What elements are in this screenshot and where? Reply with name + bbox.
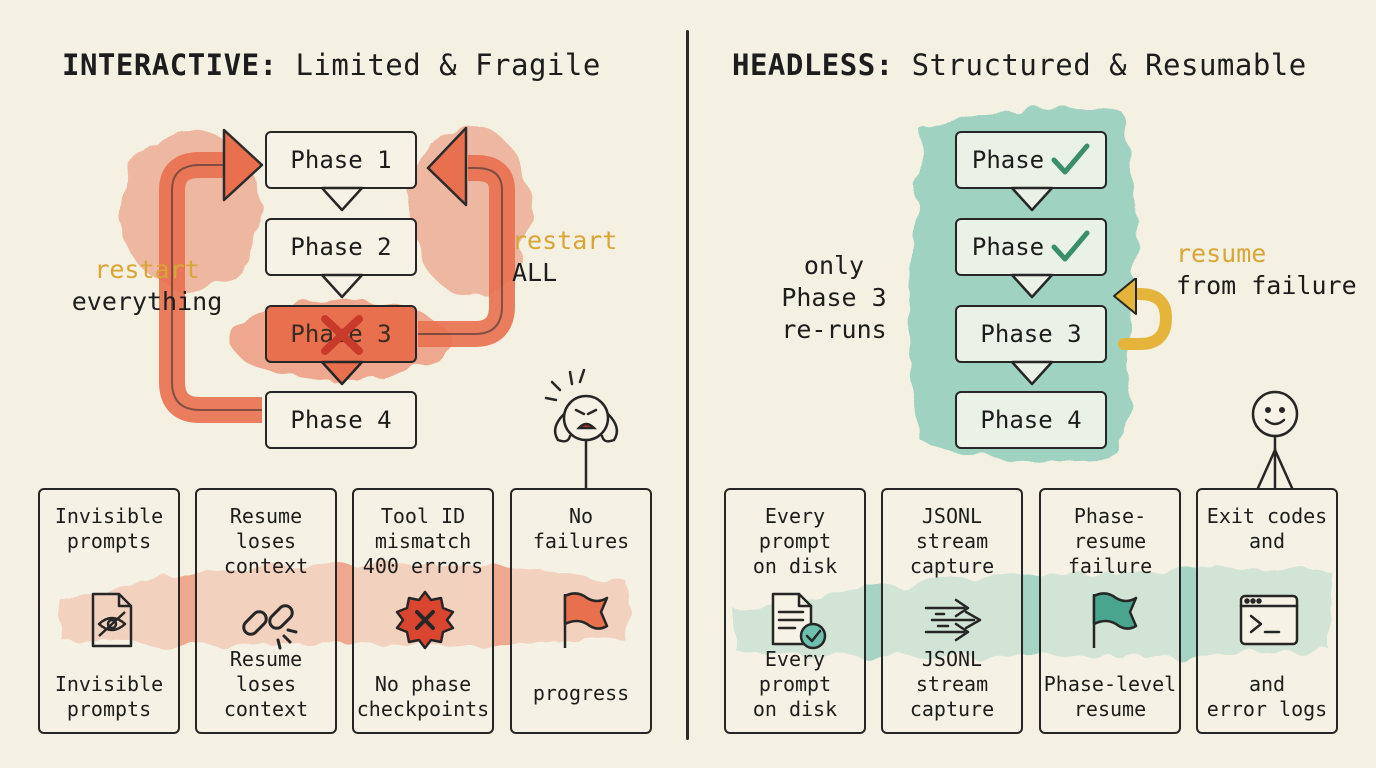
left-title: INTERACTIVE: Limited & Fragile [62, 48, 601, 82]
broken-link-icon [242, 604, 298, 650]
resume-highlight: resume [1176, 239, 1267, 268]
frustrated-person-icon [544, 368, 619, 490]
right-title-rest: Structured & Resumable [893, 48, 1307, 82]
flag-icon [563, 592, 609, 648]
note-line: only [803, 251, 865, 280]
stream-arrows-icon [924, 598, 982, 642]
left-phase-2: Phase 2 [265, 218, 417, 276]
card-top-text: Exit codes and [1206, 504, 1328, 553]
right-title-bold: HEADLESS: [732, 48, 894, 82]
right-title: HEADLESS: Structured & Resumable [732, 48, 1307, 82]
right-phase-4: Phase 4 [955, 391, 1107, 449]
left-phase-1: Phase 1 [265, 131, 417, 189]
right-phase-1-done: Phase [955, 131, 1107, 189]
left-card-tool-id-mismatch: Tool ID mismatch 400 errors No phase che… [352, 488, 494, 734]
hidden-file-icon [91, 592, 133, 648]
left-card-resume-loses-context: Resume loses context Resume loses contex… [195, 488, 337, 734]
restart-highlight: restart [94, 255, 200, 284]
card-bottom-text: Resume loses context [223, 647, 309, 721]
happy-person-icon [1251, 390, 1299, 490]
left-title-rest: Limited & Fragile [277, 48, 601, 82]
right-phase-2-done: Phase [955, 218, 1107, 276]
restart-highlight: restart [512, 226, 618, 255]
phase-label: Phase 1 [290, 146, 392, 174]
restart-text: everything [71, 287, 223, 316]
checkmark-icon [1051, 143, 1090, 175]
card-bottom-text: progress [532, 681, 630, 705]
card-bottom-text: and error logs [1206, 672, 1328, 721]
left-card-no-failures: No failures progress [510, 488, 652, 734]
right-card-phase-resume: Phase- resume failure Phase-level resume [1039, 488, 1181, 734]
phase-label: Phase 3 [980, 320, 1082, 348]
note-line: re-runs [781, 315, 887, 344]
card-top-text: Tool ID mismatch 400 errors [362, 504, 484, 578]
phase-label: Phase 4 [980, 406, 1082, 434]
card-top-text: Invisible prompts [54, 504, 164, 553]
resume-note: resume from failure [1176, 238, 1357, 302]
phase-label: Phase [971, 233, 1045, 261]
card-top-text: Every prompt on disk [752, 504, 838, 578]
note-line: Phase 3 [781, 283, 887, 312]
card-bottom-text: Phase-level resume [1043, 672, 1177, 721]
restart-arrows [159, 126, 515, 423]
left-phase-connectors [320, 186, 364, 386]
card-top-text: JSONL stream capture [909, 504, 995, 578]
phase-label: Phase 2 [290, 233, 392, 261]
phase-label: Phase 4 [290, 406, 392, 434]
only-phase3-note: only Phase 3 re-runs [772, 250, 896, 346]
center-divider [686, 30, 689, 740]
card-top-text: Resume loses context [223, 504, 309, 578]
card-top-text: Phase- resume failure [1067, 504, 1153, 578]
left-phase-3-failed: Phase 3 [265, 305, 417, 363]
right-phase-connectors [1010, 186, 1054, 386]
checkmark-icon [1051, 230, 1090, 262]
right-card-exit-codes: Exit codes and and error logs [1196, 488, 1338, 734]
failure-x-icon [321, 315, 363, 355]
card-bottom-text: Invisible prompts [54, 672, 164, 721]
error-badge-icon [395, 590, 455, 650]
flag-icon [1092, 592, 1138, 648]
resume-arrow-icon [1113, 278, 1173, 350]
restart-text: ALL [512, 258, 558, 287]
right-card-every-prompt-on-disk: Every prompt on disk Every prompt on dis… [724, 488, 866, 734]
terminal-icon [1239, 594, 1299, 646]
card-top-text: No failures [532, 504, 630, 553]
right-card-jsonl-stream: JSONL stream capture JSONL stream captur… [881, 488, 1023, 734]
card-bottom-text: Every prompt on disk [752, 647, 838, 721]
right-restart-note: restart ALL [512, 225, 617, 289]
left-title-bold: INTERACTIVE: [62, 48, 278, 82]
left-phase-4: Phase 4 [265, 391, 417, 449]
card-bottom-text: No phase checkpoints [356, 672, 490, 721]
left-card-invisible-prompts: Invisible prompts Invisible prompts [38, 488, 180, 734]
card-bottom-text: JSONL stream capture [909, 647, 995, 721]
document-check-icon [771, 592, 827, 650]
phase-label: Phase [971, 146, 1045, 174]
left-restart-note: restart everything [62, 254, 232, 318]
resume-text: from failure [1176, 271, 1357, 300]
right-phase-3: Phase 3 [955, 305, 1107, 363]
